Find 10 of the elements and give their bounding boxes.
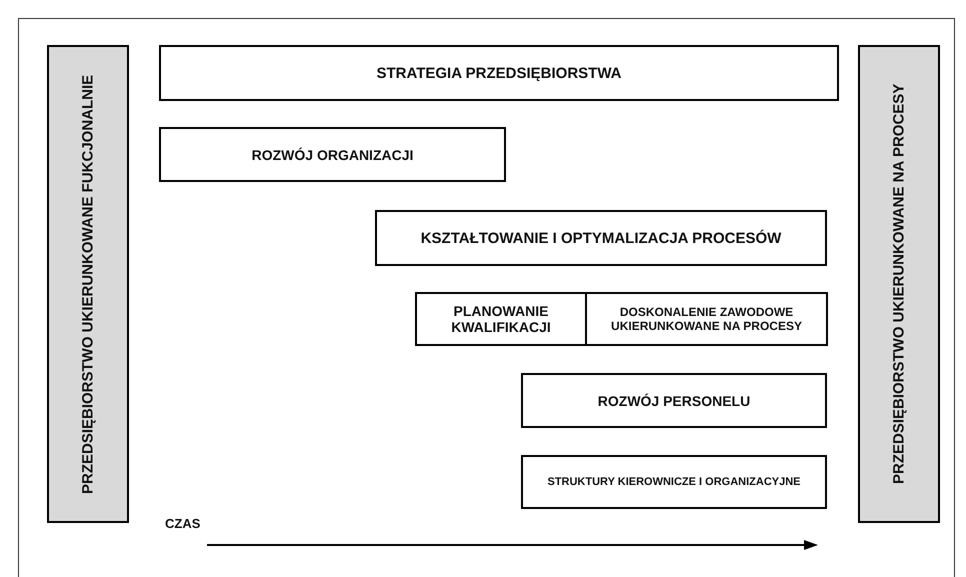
process-box: STRUKTURY KIEROWNICZE I ORGANIZACYJNE bbox=[521, 455, 827, 509]
process-box: KSZTAŁTOWANIE I OPTYMALIZACJA PROCESÓW bbox=[375, 210, 827, 266]
process-box: PLANOWANIE KWALIFIKACJI bbox=[415, 292, 587, 346]
process-box: ROZWÓJ PERSONELU bbox=[521, 373, 827, 428]
process-box: DOSKONALENIE ZAWODOWE UKIERUNKOWANE NA PROCESY bbox=[585, 292, 828, 346]
process-box: STRATEGIA PRZEDSIĘBIORSTWA bbox=[159, 45, 839, 101]
vertical-band: PRZEDSIĘBIORSTWO UKIERUNKOWANE FUKCJONALNIE bbox=[47, 45, 129, 523]
axis-label: CZAS bbox=[165, 516, 200, 531]
vertical-band: PRZEDSIĘBIORSTWO UKIERUNKOWANE NA PROCESY bbox=[858, 45, 940, 523]
process-box: ROZWÓJ ORGANIZACJI bbox=[159, 127, 506, 182]
